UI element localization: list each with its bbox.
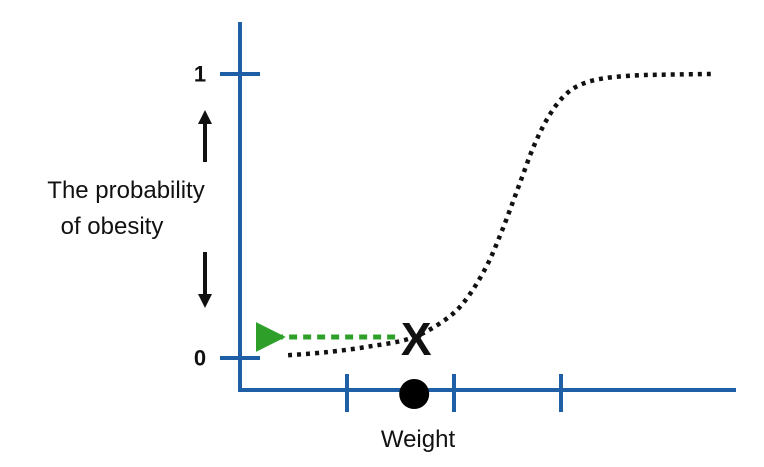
y-ticks: 01 bbox=[194, 62, 260, 371]
arrow-head bbox=[198, 110, 212, 124]
logistic-curve bbox=[287, 71, 711, 358]
arrow-down-icon bbox=[198, 252, 212, 308]
observation-dot bbox=[399, 379, 430, 409]
observation-marker: X bbox=[401, 313, 432, 365]
y-axis-label-line-1: The probability bbox=[47, 177, 204, 204]
x-ticks bbox=[345, 374, 563, 412]
arrow-head bbox=[198, 294, 212, 308]
y-axis-label-line-2: of obesity bbox=[61, 213, 164, 240]
y-tick-label: 0 bbox=[194, 346, 206, 371]
x-axis-label: Weight bbox=[381, 426, 456, 453]
arrow-up-icon bbox=[198, 110, 212, 162]
y-tick-label: 1 bbox=[194, 62, 206, 87]
